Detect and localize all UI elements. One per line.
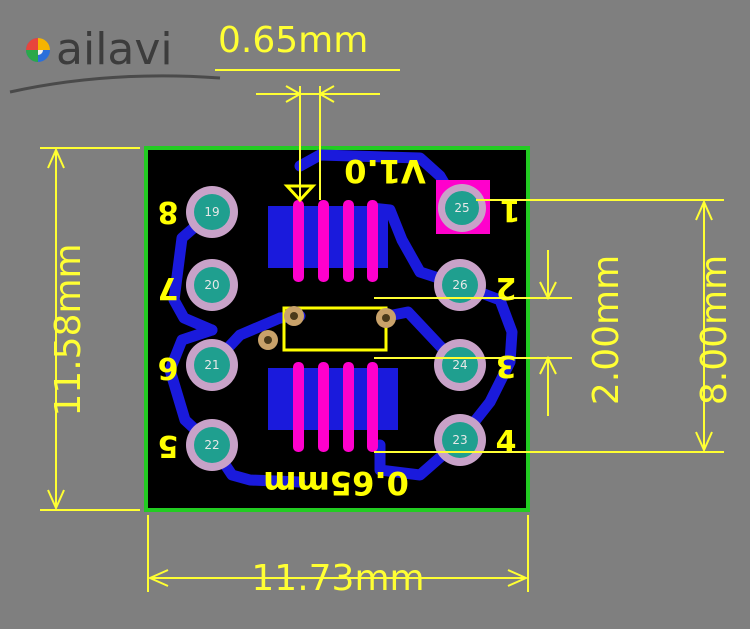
svg-text:19: 19	[204, 205, 219, 219]
smd-pads-top	[268, 200, 388, 282]
pin-number-6: 6	[158, 350, 179, 385]
vias	[258, 306, 396, 350]
pad-19: 19	[186, 186, 238, 238]
pin-number-1: 1	[500, 192, 521, 227]
ic-outline	[282, 306, 388, 352]
dim-row-span-label: 8.00mm	[694, 255, 735, 405]
brand-logo: ailavi	[9, 24, 221, 94]
pin-number-8: 8	[158, 194, 179, 229]
svg-text:22: 22	[204, 438, 219, 452]
svg-text:25: 25	[454, 201, 469, 215]
board-version: V1.0	[344, 152, 425, 190]
svg-text:20: 20	[204, 278, 219, 292]
pin-number-3: 3	[496, 348, 517, 383]
pin-number-5: 5	[158, 428, 179, 463]
svg-text:24: 24	[452, 358, 467, 372]
pad-26: 26	[434, 259, 486, 311]
dim-width-label: 11.73mm	[251, 558, 424, 599]
pad-20: 20	[186, 259, 238, 311]
pad-25: 25	[438, 184, 486, 232]
pin-number-4: 4	[496, 425, 517, 460]
svg-text:21: 21	[204, 358, 219, 372]
pad-21: 21	[186, 339, 238, 391]
smd-pads-bottom	[268, 362, 398, 452]
brand-name: ailavi	[56, 24, 173, 75]
board-pitch-mark: 0.65mm	[263, 464, 409, 502]
pad-24: 24	[434, 339, 486, 391]
pin-number-2: 2	[496, 270, 517, 305]
pad-22: 22	[186, 419, 238, 471]
pin-number-7: 7	[158, 270, 179, 305]
dimension-lines	[40, 69, 724, 592]
svg-text:26: 26	[452, 278, 467, 292]
dim-height-label: 11.58mm	[48, 243, 89, 416]
svg-text:23: 23	[452, 433, 467, 447]
dim-pitch-label: 0.65mm	[218, 20, 368, 61]
pad-23: 23	[434, 414, 486, 466]
dim-pin-pitch-label: 2.00mm	[586, 255, 627, 405]
